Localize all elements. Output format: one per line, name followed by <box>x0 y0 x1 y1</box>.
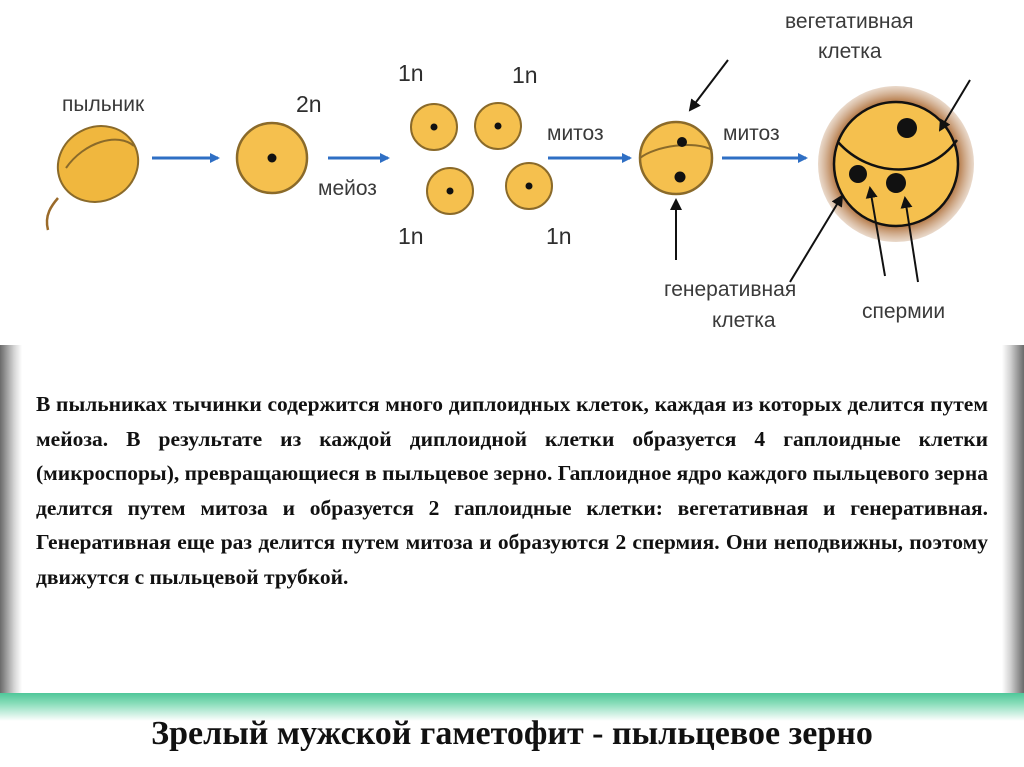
label-vegetative-cell: клетка <box>818 40 882 63</box>
arrow-icon <box>865 186 886 277</box>
label-1n: 1n <box>512 62 538 88</box>
description-text: В пыльниках тычинки содержится много дип… <box>36 392 988 589</box>
arrow-icon <box>789 194 844 283</box>
label-mitosis: митоз <box>723 122 780 145</box>
label-generative-cell: генеративная <box>664 278 796 301</box>
haploid-cell-icon <box>410 103 458 151</box>
arrow-icon <box>938 79 971 132</box>
label-vegetative-cell: вегетативная <box>785 10 914 33</box>
label-2n: 2n <box>296 91 322 117</box>
haploid-cell-icon <box>474 102 522 150</box>
slide-title: Зрелый мужской гаметофит - пыльцевое зер… <box>151 715 873 752</box>
label-meiosis: мейоз <box>318 177 377 200</box>
anther-icon <box>45 125 140 231</box>
label-generative-cell: клетка <box>712 309 776 332</box>
label-1n: 1n <box>546 223 572 249</box>
diploid-cell-icon <box>235 121 309 195</box>
label-anther: пыльник <box>62 93 145 116</box>
text-box: В пыльниках тычинки содержится много дип… <box>22 345 1002 693</box>
label-sperm: спермии <box>862 300 945 323</box>
footer-bar: Зрелый мужской гаметофит - пыльцевое зер… <box>0 693 1024 767</box>
haploid-cell-icon <box>426 167 474 215</box>
arrow-icon <box>900 196 919 283</box>
label-1n: 1n <box>398 223 424 249</box>
pollen-grain-icon <box>638 120 714 196</box>
label-mitosis: митоз <box>547 122 604 145</box>
mature-pollen-grain-icon <box>818 86 974 242</box>
pollen-development-diagram: пыльник 2n мейоз 1n 1n 1n 1n митоз <box>45 10 974 332</box>
text-panel: В пыльниках тычинки содержится много дип… <box>0 345 1024 693</box>
haploid-cell-icon <box>505 162 553 210</box>
arrow-icon <box>688 59 729 112</box>
label-1n: 1n <box>398 60 424 86</box>
